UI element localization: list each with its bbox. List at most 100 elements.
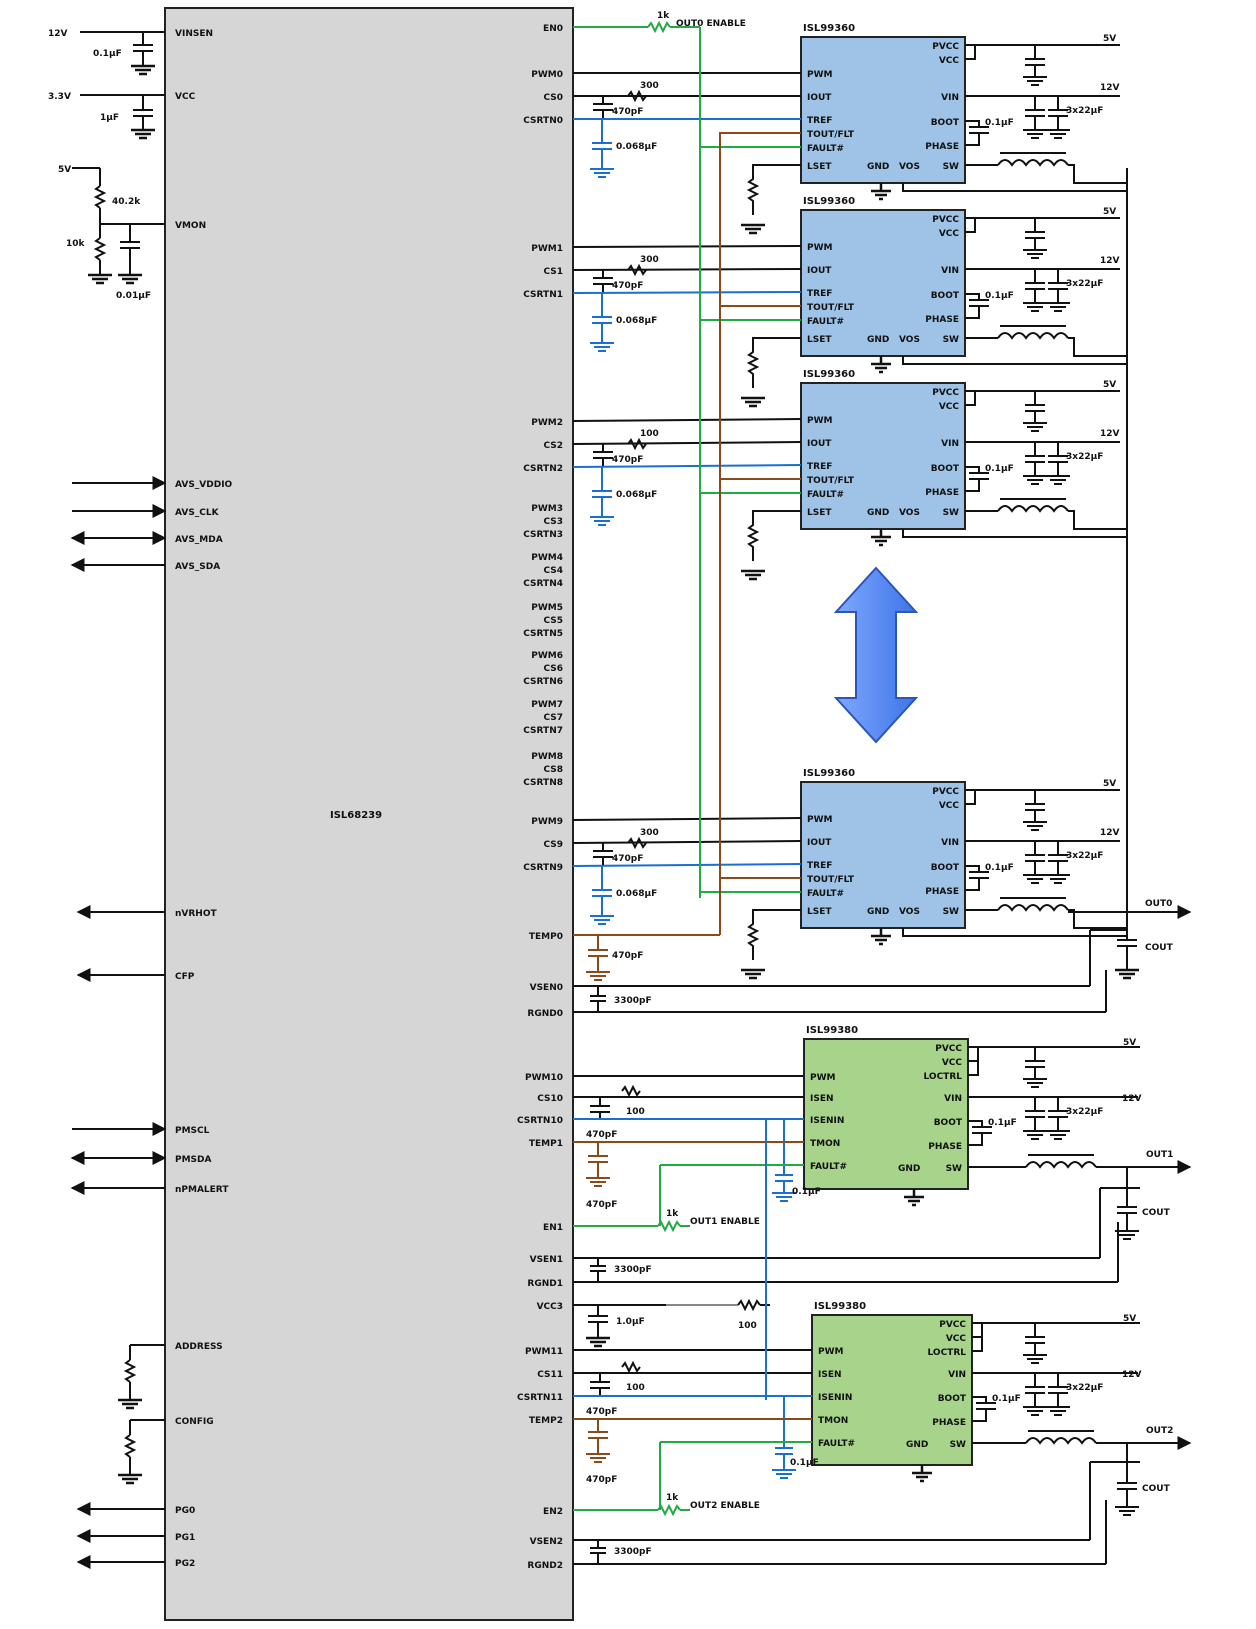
label-0-01uf: 0.01µF xyxy=(116,291,151,301)
controller-right-pin: CS8 xyxy=(543,765,563,775)
cs-resistor-label: 100 xyxy=(640,429,659,439)
stage-left-pin: FAULT# xyxy=(807,889,844,899)
label-vcc3-cap: 1.0µF xyxy=(616,1317,645,1327)
stage-left-pin: FAULT# xyxy=(807,144,844,154)
boot-cap-label: 0.1µF xyxy=(985,863,1014,873)
controller-right-pin: RGND0 xyxy=(527,1009,563,1019)
power-stage-title: ISL99380 xyxy=(806,1025,858,1036)
controller-right-pin: RGND2 xyxy=(527,1561,563,1571)
controller-left-pins: VINSENVCCVMONAVS_VDDIOAVS_CLKAVS_MDAAVS_… xyxy=(175,29,233,1569)
stage-left-pin: LSET xyxy=(807,162,832,172)
stage-right-pin: SW xyxy=(943,907,959,917)
stage-right-pin: PHASE xyxy=(925,887,959,897)
controller-name: ISL68239 xyxy=(330,810,382,821)
controller-right-pin: CS4 xyxy=(543,566,563,576)
stage-left-pin: FAULT# xyxy=(818,1439,855,1449)
cs-cap-label: 470pF xyxy=(612,107,643,117)
stage-left-pin: PWM xyxy=(810,1073,836,1083)
power-stage-box xyxy=(803,1038,969,1190)
power-stage-box xyxy=(800,36,966,184)
stage-left-pin: IOUT xyxy=(807,439,832,449)
vin-caps-label: 3x22µF xyxy=(1066,452,1103,462)
stage-left-pin: TMON xyxy=(818,1416,848,1426)
controller-right-pin: VSEN2 xyxy=(530,1537,563,1547)
stage-right-pin: PVCC xyxy=(932,215,959,225)
cs-resistor-label: 300 xyxy=(640,81,659,91)
label-3-3v-left: 3.3V xyxy=(48,92,71,102)
controller-right-pin: CSRTN9 xyxy=(523,863,563,873)
stage-gnd-pin: GND xyxy=(898,1164,920,1174)
power-stage-box xyxy=(800,382,966,530)
stage-left-pin: LSET xyxy=(807,508,832,518)
stage-right-pin: PVCC xyxy=(932,42,959,52)
stage-left-pin: TOUT/FLT xyxy=(807,476,855,486)
controller-right-pin: CSRTN5 xyxy=(523,629,563,639)
rail-5v-label: 5V xyxy=(1103,34,1116,44)
controller-right-pin: CSRTN8 xyxy=(523,778,563,788)
controller-right-pin: CS11 xyxy=(537,1370,563,1380)
green-power-stage: ISL99380PWMISENISENINTMONFAULT#PVCCVCCLO… xyxy=(573,1025,1192,1240)
controller-right-pin: VSEN1 xyxy=(530,1255,563,1265)
stage-right-pin: LOCTRL xyxy=(924,1072,963,1082)
output-label: OUT1 xyxy=(1146,1150,1173,1160)
stage-right-pin: VIN xyxy=(941,93,959,103)
stage-left-pin: LSET xyxy=(807,335,832,345)
boot-cap-label: 0.1µF xyxy=(992,1394,1021,1404)
stage-left-pin: FAULT# xyxy=(807,317,844,327)
stage-gnd-pin: GND xyxy=(867,335,889,345)
controller-left-pin: ADDRESS xyxy=(175,1342,223,1352)
rail-12v-label: 12V xyxy=(1122,1094,1142,1104)
stage-left-pin: IOUT xyxy=(807,93,832,103)
stage-right-pin: PHASE xyxy=(928,1142,962,1152)
stage-right-pin: PHASE xyxy=(925,488,959,498)
controller-right-pin: EN0 xyxy=(543,24,563,34)
stage-left-pin: ISEN xyxy=(818,1370,842,1380)
power-stage-title: ISL99360 xyxy=(803,369,855,380)
cout-label: COUT xyxy=(1142,1484,1171,1494)
stage-left-pin: IOUT xyxy=(807,838,832,848)
vin-caps-label: 3x22µF xyxy=(1066,1383,1103,1393)
boot-cap-label: 0.1µF xyxy=(988,1118,1017,1128)
cs-resistor-label: 300 xyxy=(640,255,659,265)
controller-right-pin: TEMP1 xyxy=(529,1139,563,1149)
label-en1-r: 1k xyxy=(666,1209,679,1219)
controller-right-pin: EN2 xyxy=(543,1507,563,1517)
stage-right-pin: PVCC xyxy=(935,1044,962,1054)
controller-right-pin: VCC3 xyxy=(537,1302,563,1312)
rail-12v-label: 12V xyxy=(1122,1370,1142,1380)
stage-right-pin: VIN xyxy=(941,838,959,848)
green-power-stages: ISL99380PWMISENISENINTMONFAULT#PVCCVCCLO… xyxy=(573,1025,1192,1516)
controller-right-pin: PWM8 xyxy=(531,752,563,762)
blue-power-stage: ISL99360PWMIOUTTREFTOUT/FLTFAULT#LSETPVC… xyxy=(572,369,1127,581)
power-stage-box xyxy=(811,1314,973,1466)
stage-left-pin: TOUT/FLT xyxy=(807,875,855,885)
label-vcc3-r: 100 xyxy=(738,1321,757,1331)
controller-ic xyxy=(164,7,574,1621)
stage-right-pin: SW xyxy=(943,335,959,345)
output-label: OUT2 xyxy=(1146,1426,1173,1436)
stage-left-pin: PWM xyxy=(807,416,833,426)
controller-right-pin: PWM4 xyxy=(531,553,563,563)
controller-right-pin: CSRTN4 xyxy=(523,579,563,589)
stage-left-pin: PWM xyxy=(807,815,833,825)
controller-right-pin: PWM6 xyxy=(531,651,563,661)
power-stage-title: ISL99360 xyxy=(803,196,855,207)
label-en2-r: 1k xyxy=(666,1493,679,1503)
controller-right-pin: CSRTN10 xyxy=(517,1116,563,1126)
controller-left-pin: AVS_SDA xyxy=(175,562,220,572)
controller-right-pin: PWM7 xyxy=(531,700,563,710)
stage-left-pin: PWM xyxy=(807,243,833,253)
controller-right-pin: RGND1 xyxy=(527,1279,563,1289)
stage-left-pin: ISENIN xyxy=(818,1393,852,1403)
controller-right-pin: PWM3 xyxy=(531,504,563,514)
rail-12v-label: 12V xyxy=(1100,256,1120,266)
left-input-network: 12V 0.1µF 3.3V 1µF 5V 40.2k 10k 0.0 xyxy=(48,29,167,1569)
cs-cap-label: 470pF xyxy=(612,854,643,864)
label-vsen2-cap: 3300pF xyxy=(614,1547,652,1557)
rail-12v-label: 12V xyxy=(1100,429,1120,439)
stage-left-pin: TOUT/FLT xyxy=(807,130,855,140)
stage-left-pin: LSET xyxy=(807,907,832,917)
controller-right-pin: CS7 xyxy=(543,713,563,723)
label-0-1uf-left: 0.1µF xyxy=(93,49,122,59)
green-power-stage: ISL99380PWMISENISENINTMONFAULT#PVCCVCCLO… xyxy=(573,1301,1192,1516)
